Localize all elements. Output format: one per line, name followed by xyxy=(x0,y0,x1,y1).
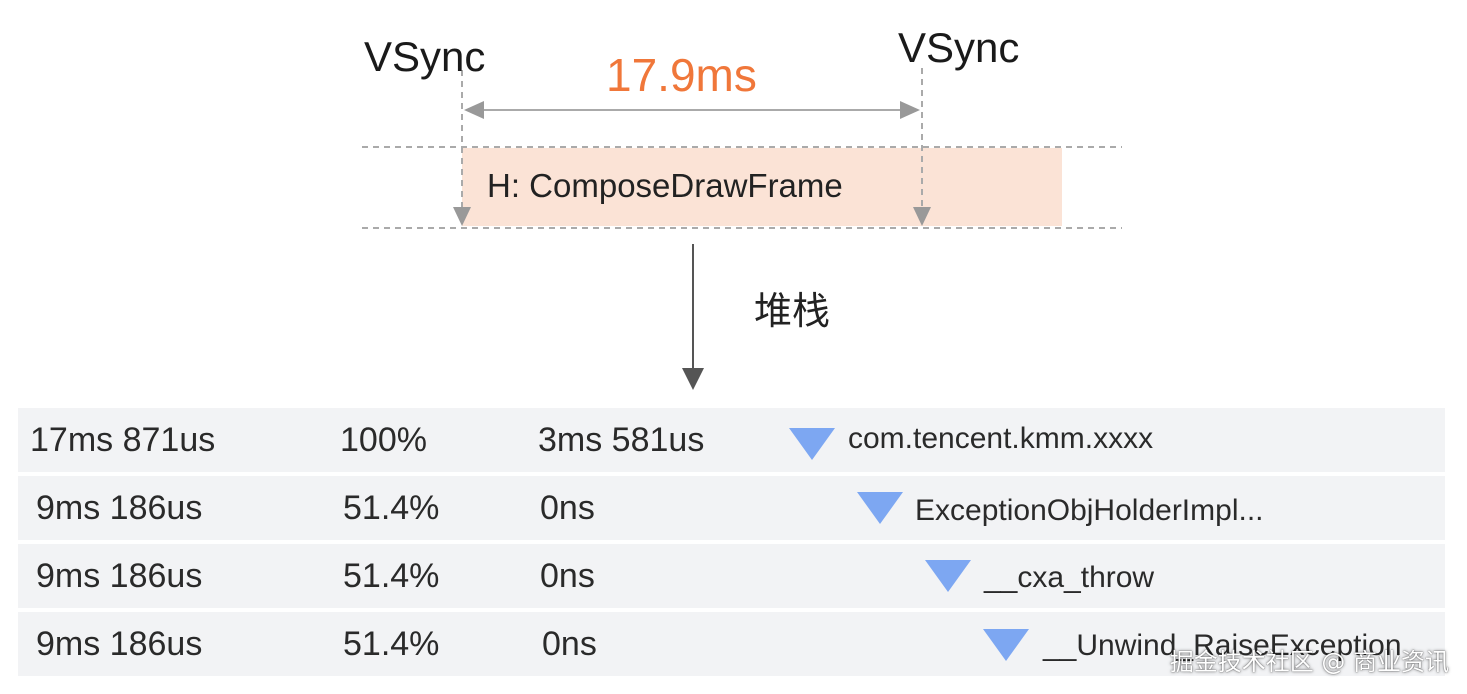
expand-triangle-icon[interactable] xyxy=(789,428,835,460)
vsync-left-arrowhead xyxy=(453,207,471,226)
function-name: __Unwind_RaiseException xyxy=(1043,629,1402,662)
table-row[interactable]: 9ms 186us 51.4% 0ns __Unwind_RaiseExcept… xyxy=(18,612,1445,676)
function-name: com.tencent.kmm.xxxx xyxy=(848,422,1154,455)
frame-block xyxy=(462,148,1062,226)
self-time: 0ns xyxy=(540,489,595,527)
vsync-left-label: VSync xyxy=(364,33,486,80)
function-name: ExceptionObjHolderImpl... xyxy=(915,494,1264,527)
total-time: 9ms 186us xyxy=(36,489,203,527)
vsync-right-arrowhead xyxy=(913,207,931,226)
table-row[interactable]: 9ms 186us 51.4% 0ns __cxa_throw xyxy=(18,544,1445,608)
total-time: 9ms 186us xyxy=(36,625,203,663)
self-time: 0ns xyxy=(540,557,595,595)
expand-triangle-icon[interactable] xyxy=(925,560,971,592)
frame-name-label: H: ComposeDrawFrame xyxy=(487,167,843,204)
duration-arrow-right-head xyxy=(900,101,920,119)
total-time: 17ms 871us xyxy=(30,421,216,459)
call-stack-table: 17ms 871us 100% 3ms 581us com.tencent.km… xyxy=(18,404,1445,686)
function-name: __cxa_throw xyxy=(984,561,1155,594)
self-time: 3ms 581us xyxy=(538,421,705,459)
frame-duration-label: 17.9ms xyxy=(606,49,757,101)
time-percent: 100% xyxy=(340,421,427,459)
time-percent: 51.4% xyxy=(343,625,440,663)
total-time: 9ms 186us xyxy=(36,557,203,595)
time-percent: 51.4% xyxy=(343,557,440,595)
stack-arrow-head xyxy=(682,368,704,390)
vsync-right-label: VSync xyxy=(898,24,1020,71)
watermark: 掘金技术社区 @ 商业资讯 xyxy=(1169,648,1449,676)
table-row[interactable]: 9ms 186us 51.4% 0ns ExceptionObjHolderIm… xyxy=(18,476,1445,540)
expand-triangle-icon[interactable] xyxy=(857,492,903,524)
expand-triangle-icon[interactable] xyxy=(983,629,1029,661)
self-time: 0ns xyxy=(542,625,597,663)
time-percent: 51.4% xyxy=(343,489,440,527)
stack-label: 堆栈 xyxy=(754,289,831,333)
duration-arrow-left-head xyxy=(464,101,484,119)
table-row[interactable]: 17ms 871us 100% 3ms 581us com.tencent.km… xyxy=(18,408,1445,472)
